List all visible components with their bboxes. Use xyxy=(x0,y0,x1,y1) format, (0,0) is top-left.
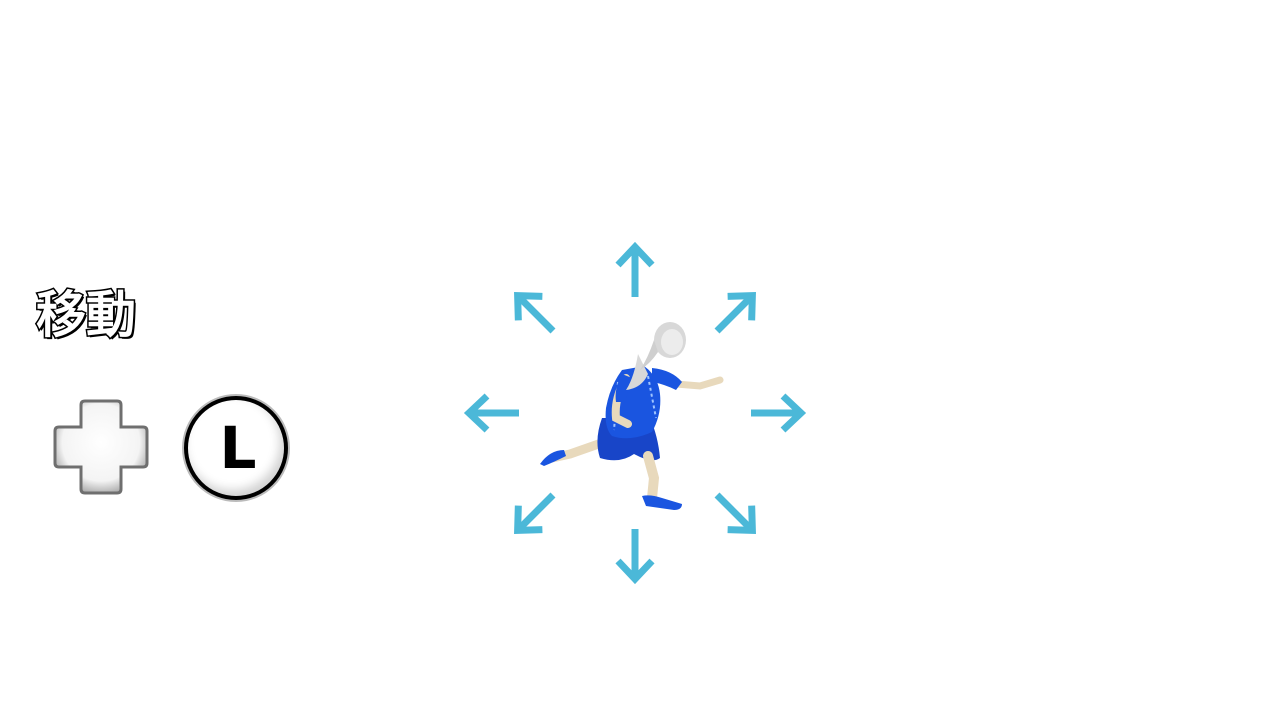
arrow-down-left-icon xyxy=(514,492,556,534)
arrow-up-right-icon xyxy=(714,292,756,334)
player-character xyxy=(540,322,724,510)
arrow-up-icon xyxy=(615,241,655,297)
arrow-left-icon xyxy=(463,393,519,433)
l-stick-label: L xyxy=(219,414,257,482)
arrow-down-right-icon xyxy=(714,492,756,534)
arrow-right-icon xyxy=(751,393,807,433)
arrow-up-left-icon xyxy=(514,292,556,334)
dpad-icon xyxy=(53,399,149,495)
arrow-down-icon xyxy=(615,529,655,585)
move-title: 移動 xyxy=(35,286,138,344)
l-stick-icon: L xyxy=(184,396,288,500)
